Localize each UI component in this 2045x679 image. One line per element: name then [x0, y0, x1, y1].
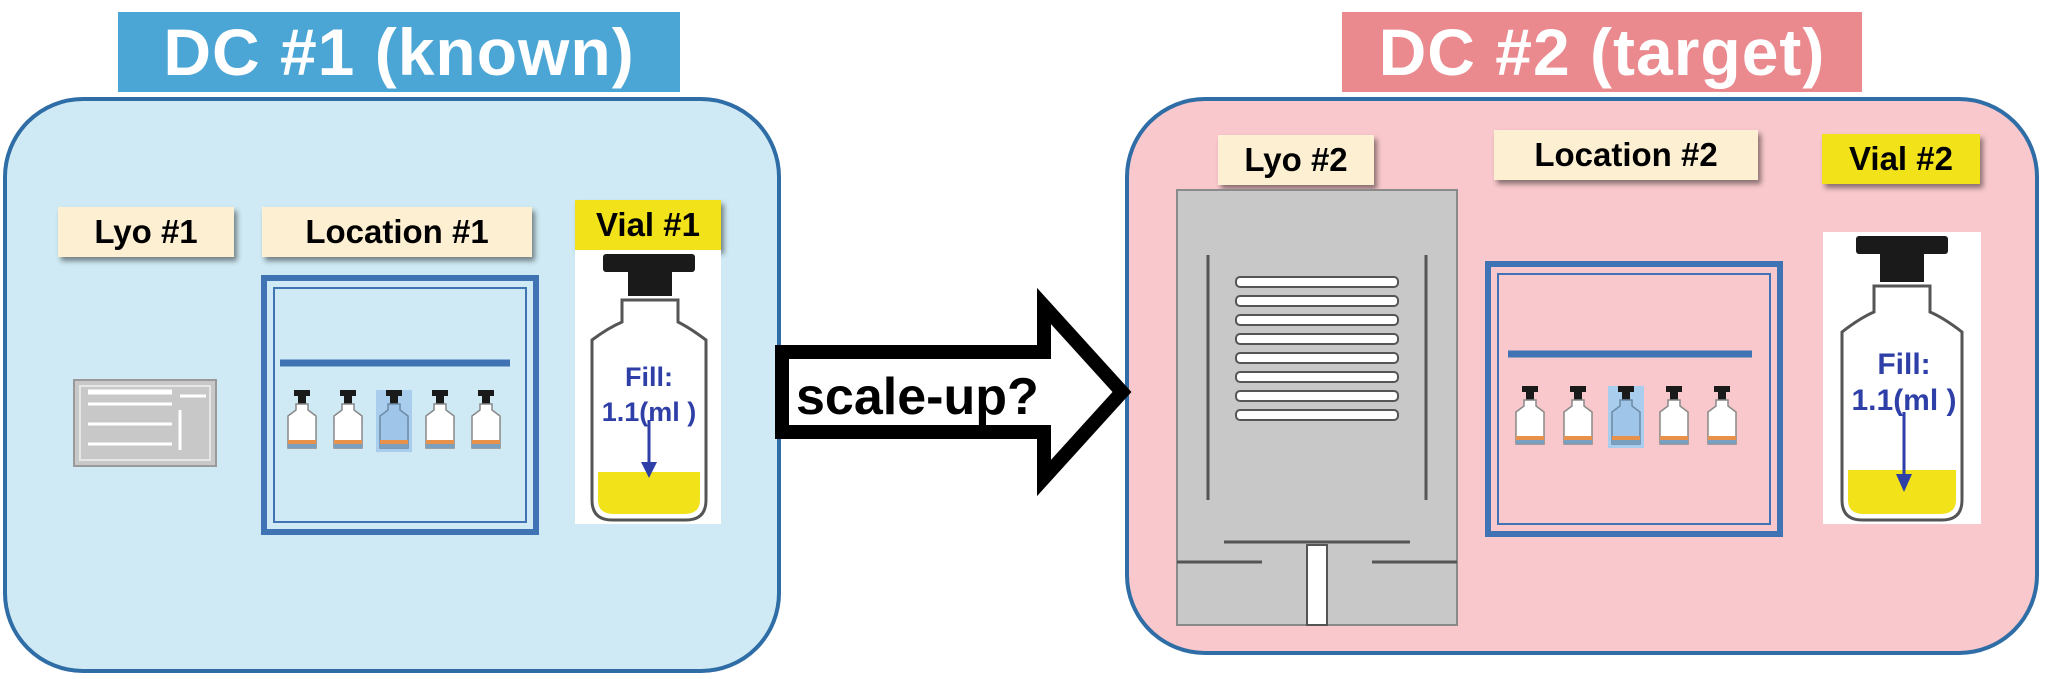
vial2-icon — [1823, 232, 1981, 524]
location2-label: Location #2 — [1494, 130, 1758, 180]
scale-up-label: scale-up? — [796, 368, 1039, 426]
location1-tray-icon — [261, 275, 539, 535]
block-arrow-right-icon — [775, 287, 1132, 497]
vial2-fill-value: 1.1(ml ) — [1851, 384, 1956, 417]
lyo2-chamber-icon — [1176, 189, 1458, 626]
lyo1-chamber-icon — [73, 379, 217, 467]
vial1-fill-label: Fill: — [625, 362, 673, 392]
vial2-label: Vial #2 — [1822, 134, 1980, 184]
lyo1-label: Lyo #1 — [58, 207, 234, 257]
location1-label: Location #1 — [262, 207, 532, 257]
location2-tray-icon — [1485, 261, 1783, 537]
vial1-icon — [575, 250, 721, 524]
vial1-fill-value: 1.1(ml ) — [602, 397, 697, 427]
lyo2-label: Lyo #2 — [1218, 135, 1374, 185]
dc1-title: DC #1 (known) — [118, 12, 680, 92]
dc2-title: DC #2 (target) — [1342, 12, 1862, 92]
vial1-label: Vial #1 — [575, 200, 721, 250]
vial2-fill-label: Fill: — [1877, 348, 1930, 381]
